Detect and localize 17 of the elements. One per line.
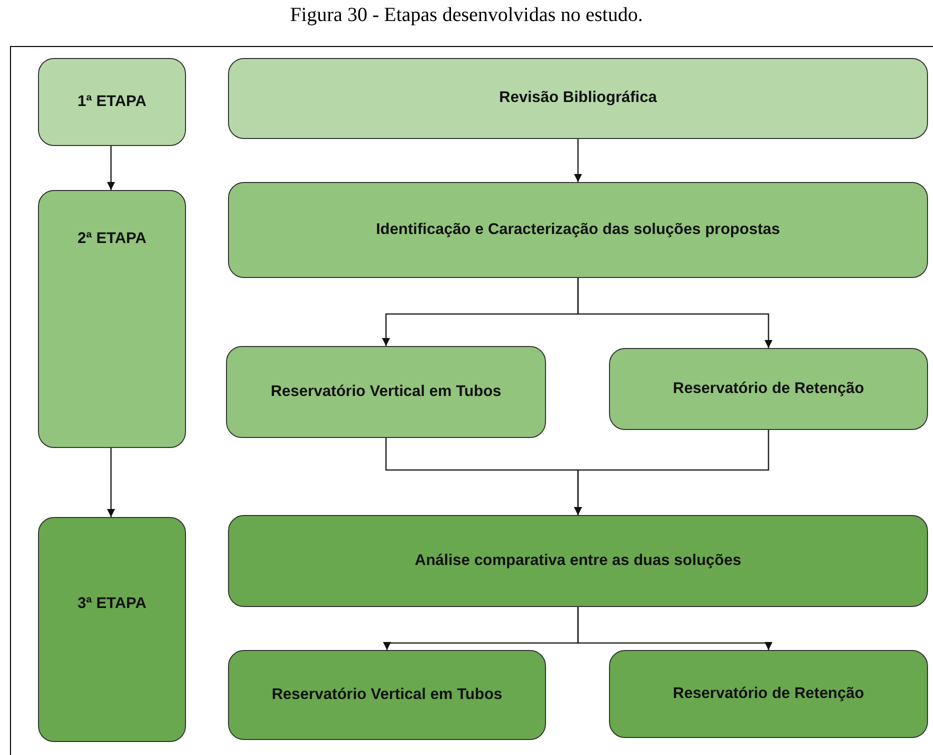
process-box: Revisão Bibliográfica [228, 58, 928, 139]
process-box: Reservatório Vertical em Tubos [228, 650, 546, 740]
stage-box: 1ª ETAPA [38, 58, 186, 146]
arrow [577, 607, 772, 650]
process-box: Identificação e Caracterização das soluções propostas [228, 182, 928, 278]
stage-box: 3ª ETAPA [38, 517, 186, 742]
arrow [107, 146, 115, 190]
arrow [577, 278, 772, 348]
process-box: Reservatório de Retenção [609, 348, 928, 430]
arrow [107, 448, 115, 517]
arrow [574, 139, 582, 182]
figure-title: Figura 30 - Etapas desenvolvidas no estudo. [289, 4, 644, 27]
stage-box: 2ª ETAPA [38, 190, 186, 448]
process-box: Análise comparativa entre as duas soluções [228, 515, 928, 607]
process-box: Reservatório Vertical em Tubos [226, 346, 546, 438]
process-box: Reservatório de Retenção [609, 650, 928, 738]
arrow [574, 430, 770, 515]
